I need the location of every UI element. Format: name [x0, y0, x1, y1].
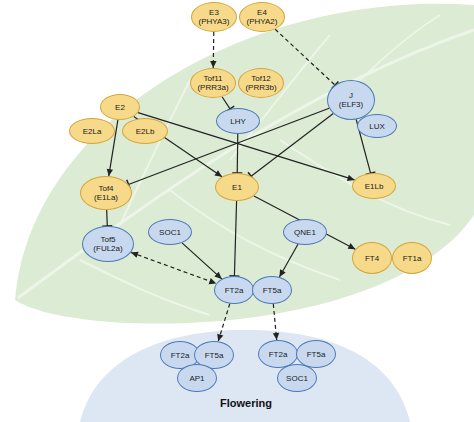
- gene-node: FT1a: [392, 242, 432, 274]
- activation-connector: [273, 304, 279, 340]
- gene-name: AP1: [189, 374, 204, 383]
- gene-name: FT2a: [171, 351, 190, 360]
- gene-name: QNE1: [294, 228, 316, 237]
- activation-connector: [131, 252, 216, 284]
- gene-node: Tof4 (E1La): [80, 176, 132, 210]
- activation-connector: [254, 196, 355, 249]
- gene-name: Tof11 (PRR3a): [197, 74, 228, 92]
- gene-node: Tof5 (FUL2a): [82, 226, 134, 262]
- gene-name: E4 (PHYA2): [247, 8, 278, 26]
- gene-node: E2: [100, 94, 140, 120]
- gene-node: SOC1: [148, 219, 192, 245]
- gene-name: Tof4 (E1La): [90, 184, 122, 202]
- gene-name: E1: [232, 183, 242, 192]
- gene-node: E2La: [69, 118, 115, 144]
- leaf-shape: [15, 4, 474, 324]
- gene-node: Tof12 (PRR3b): [238, 68, 284, 98]
- activation-connector: [210, 32, 216, 68]
- gene-name: SOC1: [286, 374, 308, 383]
- gene-name: J (ELF3): [337, 91, 365, 109]
- gene-node: FT4: [352, 242, 392, 274]
- gene-name: Tof12 (PRR3b): [245, 74, 276, 92]
- gene-node: E3 (PHYA3): [191, 2, 237, 32]
- gene-name: E1Lb: [365, 182, 384, 191]
- gene-node: J (ELF3): [327, 80, 375, 120]
- inhibition-connector: [229, 201, 239, 276]
- gene-name: LHY: [230, 117, 246, 126]
- gene-node: E1: [215, 173, 259, 201]
- gene-name: E3 (PHYA3): [199, 8, 230, 26]
- gene-name: FT4: [365, 254, 379, 263]
- activation-connector: [217, 304, 230, 342]
- gene-node: E2Lb: [122, 118, 168, 144]
- gene-name: Tof5 (FUL2a): [92, 235, 124, 253]
- activation-connector: [182, 243, 222, 279]
- inhibition-connector: [102, 210, 112, 226]
- gene-node: E4 (PHYA2): [239, 2, 285, 32]
- gene-node: AP1: [177, 364, 217, 392]
- gene-node: FT2a: [214, 276, 254, 304]
- inhibition-connector: [248, 114, 333, 181]
- outcome-label: Flowering: [196, 397, 296, 409]
- gene-name: FT2a: [225, 286, 244, 295]
- gene-node: LHY: [216, 108, 260, 134]
- gene-name: FT1a: [403, 254, 422, 263]
- inhibition-connector: [232, 134, 242, 173]
- leaf-vein: [80, 15, 450, 315]
- leaf-midrib: [18, 30, 474, 298]
- gene-name: FT5a: [263, 286, 282, 295]
- gene-node: FT5a: [252, 276, 292, 304]
- shoot-apex: [80, 330, 410, 422]
- gene-name: E2La: [83, 127, 102, 136]
- gene-name: FT2a: [269, 350, 288, 359]
- gene-name: E2: [115, 103, 125, 112]
- gene-node: QNE1: [283, 219, 327, 245]
- gene-node: E1Lb: [352, 173, 396, 199]
- inhibition-connector: [275, 29, 338, 88]
- gene-name: FT5a: [307, 350, 326, 359]
- gene-name: E2Lb: [136, 127, 155, 136]
- gene-name: SOC1: [159, 228, 181, 237]
- gene-name: LUX: [369, 122, 385, 131]
- gene-node: Tof11 (PRR3a): [190, 68, 236, 98]
- gene-name: FT5a: [205, 351, 224, 360]
- activation-connector: [279, 244, 298, 277]
- gene-node: SOC1: [277, 364, 317, 392]
- gene-node: LUX: [357, 114, 397, 138]
